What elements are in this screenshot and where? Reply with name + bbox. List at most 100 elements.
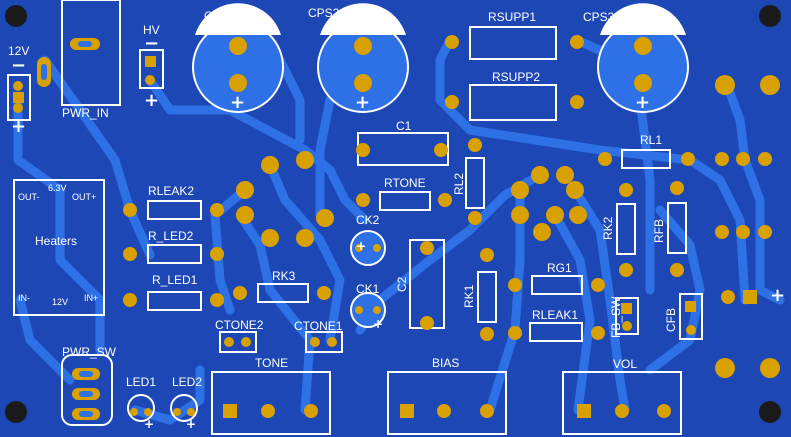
label-c2: C2 [395,276,409,292]
label-rg1: RG1 [547,261,572,275]
label-bias: BIAS [432,356,460,370]
label-rleak2: RLEAK2 [148,184,195,198]
label-fb-sw: FB_SW [609,296,623,338]
copper-traces [13,35,785,425]
outline-rleak2 [147,200,202,220]
label-heater-in-plus: IN+ [84,293,99,303]
trace-heater-neg [13,95,105,355]
outline-cfb [679,293,703,340]
label-rsupp2: RSUPP2 [492,70,541,84]
outline-r-led2 [147,244,202,264]
label-rtone: RTONE [384,176,426,190]
capacitor-cps3 [597,3,689,113]
outline-rfb [667,202,687,254]
label-rk3: RK3 [272,269,296,283]
outline-tone-pot [211,371,331,435]
outline-bias-pot [387,371,507,435]
outline-led1 [127,394,155,422]
capacitor-ck2 [350,230,386,266]
outline-rl1 [621,149,671,169]
outline-fb-sw [615,297,639,335]
label-rleak1: RLEAK1 [532,308,579,322]
label-heater-out-plus: OUT+ [72,192,97,202]
label-rk1: RK1 [462,284,476,308]
outline-heaters [13,179,105,316]
outline-rk1 [477,271,497,323]
capacitor-cps1 [192,3,284,113]
mounting-holes [5,5,781,423]
outline-ctone2 [219,331,257,353]
plus-ck2: + [356,239,367,253]
outline-rl2 [465,157,485,209]
outline-12v [7,74,31,121]
plus-led1: + [144,417,155,431]
label-ctone2: CTONE2 [215,318,264,332]
label-heater-out-minus: OUT- [18,192,40,202]
label-rfb: RFB [652,219,666,243]
outline-rk3 [257,283,309,303]
plus-ck1: + [373,317,384,331]
label-cps1: CPS1 [204,9,236,23]
outline-rsupp2 [469,84,557,121]
label-r-led1: R_LED1 [152,273,198,287]
trace-pwr-in [40,55,155,260]
outline-vol-pot [562,371,682,435]
label-rsupp1: RSUPP1 [488,10,537,24]
trace-fb [645,205,705,375]
label-hv: HV [143,23,160,37]
outline-hv [139,49,164,89]
label-ck1: CK1 [356,282,380,296]
trace-tone2 [235,210,315,415]
label-heater-6v3: 6.3V [48,183,67,193]
label-tone: TONE [255,356,289,370]
label-led1: LED1 [126,375,157,389]
outline-pwr-in [61,0,121,106]
outline-rleak1 [529,322,583,342]
outline-r-led1 [147,291,202,311]
trace-tone [265,160,345,345]
label-rl2: RL2 [452,172,466,195]
plus-12v: + [11,116,27,137]
label-c1: C1 [396,119,412,133]
plus-led2: + [186,417,197,431]
label-cfb: CFB [664,308,678,332]
plus-cps1: + [230,92,246,113]
label-rl1: RL1 [640,133,663,147]
label-vol: VOL [613,357,638,371]
trace-bias2 [485,185,525,415]
label-heaters: Heaters [35,234,78,248]
label-12v: 12V [8,44,30,58]
label-ck2: CK2 [356,213,380,227]
trace-vol2 [550,210,595,415]
outline-led2 [170,394,198,422]
label-pwr-in: PWR_IN [62,106,109,120]
label-led2: LED2 [172,375,203,389]
solder-pads [13,35,780,418]
trace-supply [435,35,750,305]
silkscreen-outlines [7,0,703,435]
label-r-led2: R_LED2 [148,229,194,243]
trace-vol [570,185,630,415]
outline-rtone [379,191,431,211]
label-cps3: CPS3 [583,10,615,24]
plus-output: + [770,285,786,306]
label-heater-12v: 12V [52,297,69,307]
outline-pwr-sw [61,354,113,426]
minus-12v: − [11,55,27,76]
plus-cps2: + [355,92,371,113]
trace-left [15,295,75,385]
trace-right [722,80,785,305]
outline-rk2 [616,203,636,255]
outline-ctone1 [305,331,343,353]
label-ctone1: CTONE1 [294,319,343,333]
label-rk2: RK2 [601,216,615,240]
label-heater-in-minus: IN- [18,293,30,303]
trace-hv [145,75,370,225]
oval-pad-holes [41,41,93,417]
label-pwr-sw: PWR_SW [62,345,116,359]
capacitor-ck1 [350,292,386,328]
outline-rg1 [531,275,583,295]
minus-hv: − [144,33,160,54]
